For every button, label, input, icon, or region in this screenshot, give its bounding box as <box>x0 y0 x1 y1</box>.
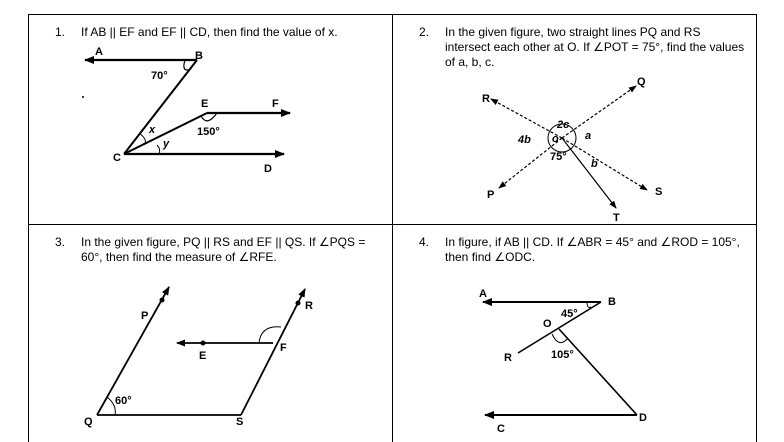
label-q: Q <box>84 416 93 428</box>
question-cell-2: 2. In the given figure, two straight lin… <box>393 15 757 225</box>
point-r <box>295 300 301 306</box>
question-2-text: In the given figure, two straight lines … <box>445 25 745 69</box>
figure-4: A B 45° O 105° R D C <box>479 288 647 435</box>
label-b-angle: b <box>591 158 598 170</box>
label-a: A <box>479 288 487 300</box>
label-q: Q <box>637 76 646 88</box>
label-x: x <box>148 124 156 136</box>
label-y: y <box>162 138 170 150</box>
question-4-text-block: 4. In figure, if AB || CD. If ∠ABR = 45°… <box>419 235 748 265</box>
question-4-number: 4. <box>419 235 430 249</box>
label-a-angle: a <box>585 130 591 142</box>
angle-arc-f <box>258 326 282 344</box>
line-oq <box>561 85 637 139</box>
label-c: C <box>497 423 505 435</box>
line-bc <box>123 59 198 155</box>
figure-1: A B 70° E F 150° x y C D <box>82 46 291 175</box>
angle-arc-y <box>156 144 161 155</box>
label-angle-150: 150° <box>197 126 220 138</box>
label-75: 75° <box>550 151 567 163</box>
angle-arc-x <box>138 132 146 144</box>
label-o: o <box>552 133 559 145</box>
line-br <box>517 301 602 354</box>
label-angle-70: 70° <box>151 70 168 82</box>
angle-arc-e <box>200 112 218 122</box>
line-od <box>558 328 638 416</box>
question-2-text-block: 2. In the given figure, two straight lin… <box>419 25 748 70</box>
label-2c: 2c <box>556 119 569 131</box>
line-or <box>490 98 563 139</box>
label-a: A <box>95 46 103 58</box>
question-cell-4: 4. In figure, if AB || CD. If ∠ABR = 45°… <box>393 225 757 442</box>
label-r: R <box>305 300 313 312</box>
label-r: R <box>504 352 512 364</box>
label-e: E <box>199 350 206 362</box>
label-p: P <box>141 310 148 322</box>
point-e <box>200 340 206 346</box>
question-4-text: In figure, if AB || CD. If ∠ABR = 45° an… <box>445 235 740 264</box>
label-e: E <box>201 98 208 110</box>
line-op <box>498 137 563 189</box>
question-cell-3: 3. In the given figure, PQ || RS and EF … <box>29 225 393 442</box>
line-ot <box>561 137 617 209</box>
label-d: D <box>264 163 272 175</box>
label-105: 105° <box>551 349 574 361</box>
question-2-number: 2. <box>419 25 430 39</box>
question-1-text-block: 1. If AB || EF and EF || CD, then find t… <box>55 25 384 40</box>
label-b: B <box>608 296 616 308</box>
label-s: S <box>655 186 662 198</box>
label-60: 60° <box>115 395 132 407</box>
angle-arc-b <box>183 59 192 71</box>
question-3-text: In the given figure, PQ || RS and EF || … <box>81 235 366 264</box>
angle-arc-q <box>106 396 116 416</box>
question-1-number: 1. <box>55 25 66 39</box>
line-qp <box>96 286 170 416</box>
point-p <box>159 297 165 303</box>
label-r: R <box>482 93 490 105</box>
label-f: F <box>272 98 279 110</box>
label-p: P <box>487 189 494 201</box>
question-3-text-block: 3. In the given figure, PQ || RS and EF … <box>55 235 384 265</box>
figure-2: R Q 2c 4b o a 75° b P S T <box>482 76 662 224</box>
angle-circle-o <box>547 123 577 153</box>
question-3-number: 3. <box>55 235 66 249</box>
question-1-text: If AB || EF and EF || CD, then find the … <box>81 25 338 39</box>
label-o: O <box>543 318 552 330</box>
question-grid: 1. If AB || EF and EF || CD, then find t… <box>28 14 757 442</box>
angle-arc-o <box>551 333 569 344</box>
label-c: C <box>113 152 121 164</box>
label-d: D <box>639 412 647 424</box>
label-45: 45° <box>561 308 578 320</box>
line-ce <box>123 112 208 155</box>
angle-arc-b <box>586 301 592 308</box>
dot-point <box>82 96 84 98</box>
figure-3: P R E F 60° Q S <box>84 286 313 428</box>
label-s: S <box>236 416 243 428</box>
label-b: B <box>195 50 203 62</box>
label-f: F <box>280 342 287 354</box>
line-os <box>561 137 648 191</box>
label-4b: 4b <box>517 134 531 146</box>
line-sr <box>240 288 306 416</box>
label-t: T <box>613 212 620 224</box>
question-cell-1: 1. If AB || EF and EF || CD, then find t… <box>29 15 393 225</box>
